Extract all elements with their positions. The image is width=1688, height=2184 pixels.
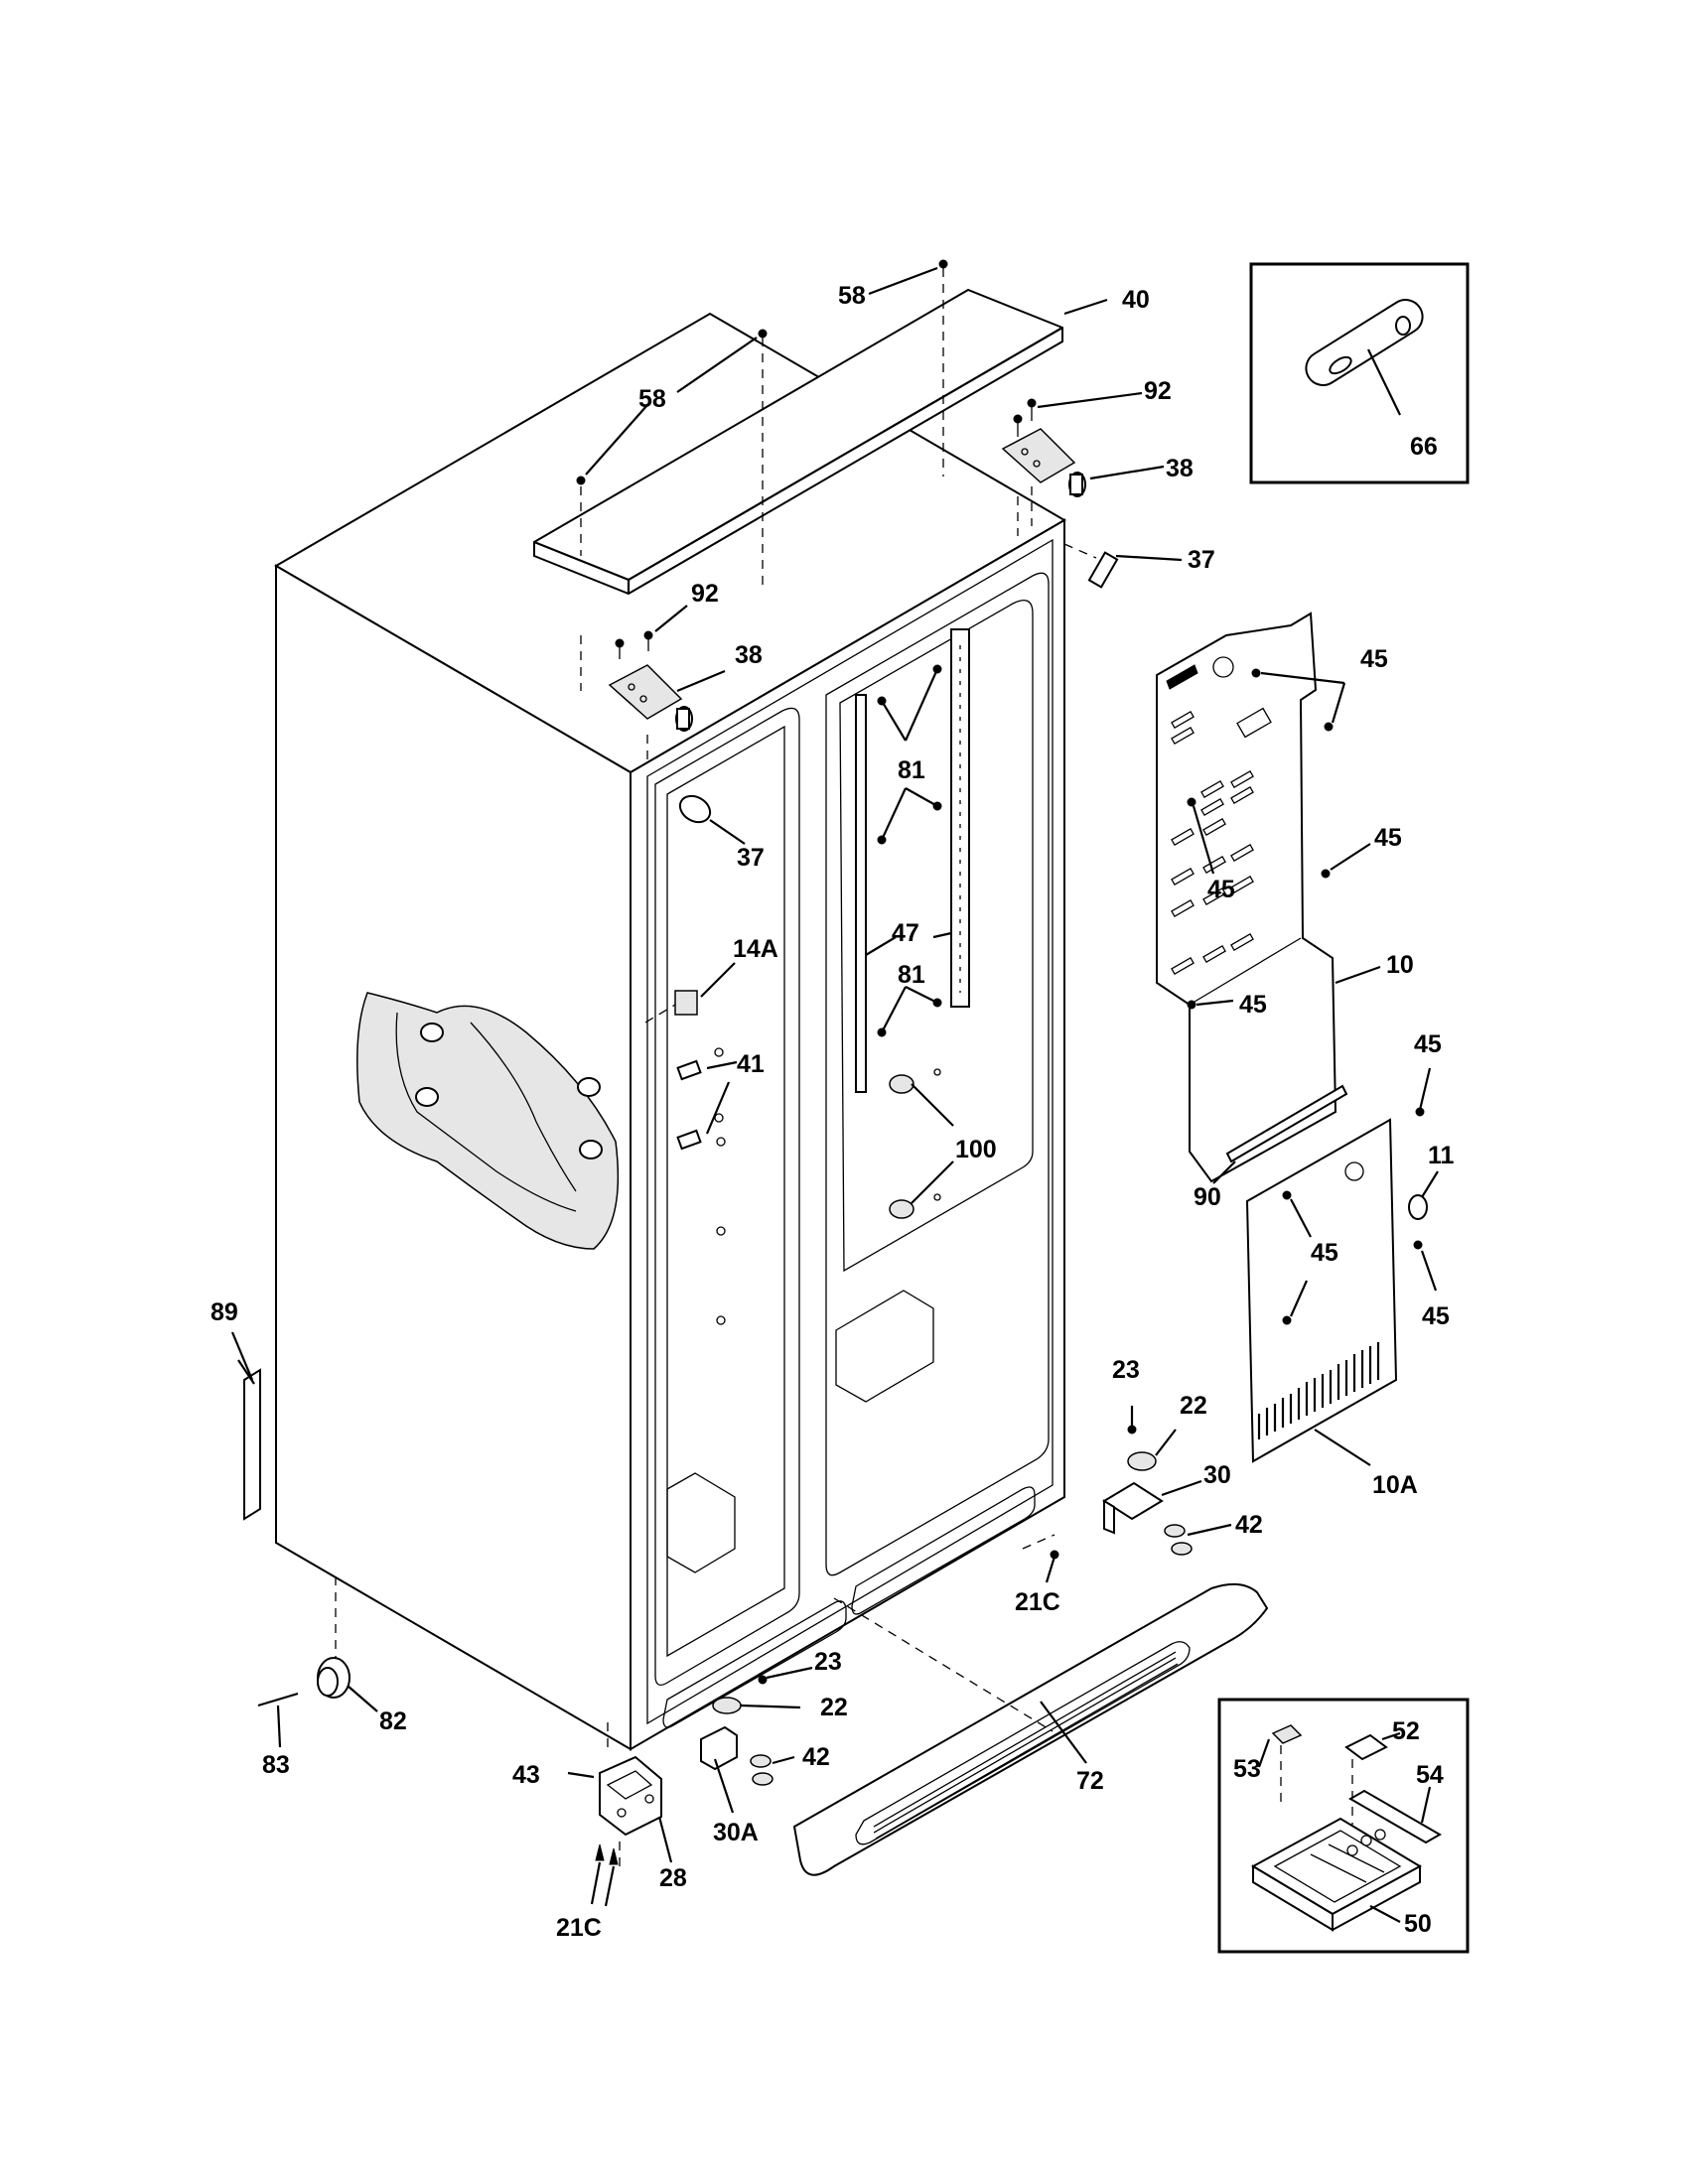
label-23-right: 23 — [1112, 1356, 1140, 1384]
label-28: 28 — [659, 1864, 687, 1892]
label-45-e: 45 — [1414, 1030, 1442, 1058]
label-41: 41 — [737, 1050, 765, 1078]
label-89: 89 — [211, 1298, 238, 1326]
side-bracket — [230, 1331, 261, 1521]
label-22-right: 22 — [1180, 1392, 1207, 1420]
label-72: 72 — [1076, 1767, 1104, 1795]
label-58-top: 58 — [838, 282, 866, 310]
label-11: 11 — [1428, 1142, 1455, 1169]
label-42-right: 42 — [1235, 1511, 1263, 1539]
label-10: 10 — [1386, 951, 1414, 979]
label-40: 40 — [1122, 286, 1150, 314]
label-21c-right: 21C — [1015, 1588, 1060, 1616]
clips-100 — [889, 1068, 954, 1219]
label-45-d: 45 — [1239, 991, 1267, 1019]
access-panel — [1245, 1118, 1438, 1466]
cap-left — [678, 794, 746, 845]
label-52: 52 — [1392, 1717, 1420, 1745]
label-45-f: 45 — [1311, 1239, 1338, 1267]
label-53: 53 — [1233, 1755, 1261, 1783]
rear-panel-screws — [1187, 668, 1371, 1010]
label-38-left: 38 — [735, 641, 763, 669]
inset-box-bottom — [1217, 1698, 1470, 1954]
label-58-left: 58 — [638, 385, 666, 413]
label-45-b: 45 — [1207, 876, 1235, 903]
leveler — [567, 1717, 673, 1907]
kickplate — [792, 1582, 1269, 1876]
part-labels: 40 58 58 92 92 38 38 37 37 66 45 45 45 4… — [211, 282, 1455, 1942]
hinge-right — [1001, 428, 1165, 497]
hinge-left — [580, 605, 726, 764]
label-82: 82 — [379, 1707, 407, 1735]
label-81-b: 81 — [898, 961, 925, 989]
screw-58-top — [868, 259, 948, 477]
label-37-left: 37 — [737, 844, 765, 872]
label-47: 47 — [892, 919, 919, 947]
label-30: 30 — [1203, 1461, 1231, 1489]
label-92-right: 92 — [1144, 377, 1172, 405]
label-21c-left: 21C — [556, 1914, 602, 1942]
label-66: 66 — [1410, 433, 1438, 461]
label-43: 43 — [512, 1761, 540, 1789]
rear-panel — [1156, 612, 1381, 1183]
label-45-g: 45 — [1422, 1302, 1450, 1330]
bracket-30 — [1022, 1406, 1232, 1583]
label-54: 54 — [1416, 1761, 1444, 1789]
screw-58-left — [576, 329, 768, 592]
roller — [257, 1576, 378, 1748]
plugs-41 — [676, 1047, 738, 1151]
shelf-supports — [855, 628, 970, 1093]
label-92-left: 92 — [691, 580, 719, 608]
label-37-right: 37 — [1188, 546, 1215, 574]
label-100: 100 — [955, 1136, 997, 1163]
label-22-left: 22 — [820, 1694, 848, 1721]
label-23-left: 23 — [814, 1648, 842, 1676]
label-14a: 14A — [733, 935, 778, 963]
cap-right — [1063, 543, 1183, 589]
label-90: 90 — [1194, 1183, 1221, 1211]
label-10a: 10A — [1372, 1471, 1418, 1499]
label-38-right: 38 — [1166, 455, 1194, 482]
switch-14a — [644, 962, 736, 1024]
label-45-c: 45 — [1374, 824, 1402, 852]
label-45-a: 45 — [1360, 645, 1388, 673]
inset-box-top — [1249, 262, 1470, 484]
label-42-left: 42 — [802, 1743, 830, 1771]
top-panel — [533, 288, 1063, 596]
label-50: 50 — [1404, 1910, 1432, 1938]
label-30a: 30A — [713, 1819, 759, 1846]
screws-92-right — [1013, 391, 1143, 536]
label-83: 83 — [262, 1751, 290, 1779]
screw-45-and-grommet — [1408, 1067, 1439, 1220]
label-81-a: 81 — [898, 756, 925, 784]
strip-90 — [1212, 1084, 1348, 1184]
bracket-30a — [700, 1666, 813, 1814]
